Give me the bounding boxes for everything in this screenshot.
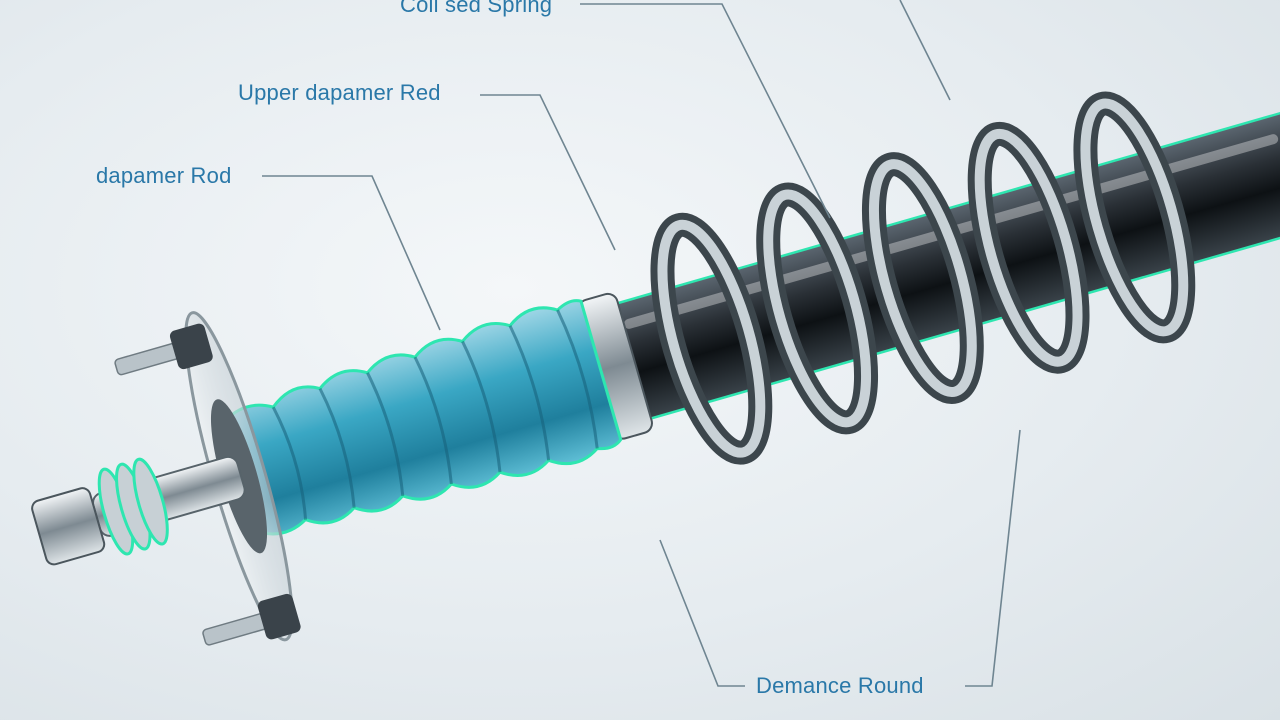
lower-nut [31, 487, 106, 566]
bellows-ribs [271, 309, 599, 520]
leader-demance-round-b [965, 429, 1021, 687]
leader-damper-rod [262, 175, 441, 331]
label-demance-round: Demance Round [756, 673, 924, 698]
leader-top-right [899, 0, 951, 101]
mount-stud-lower [202, 593, 301, 646]
leader-lines [262, 0, 1021, 687]
leader-upper-damper-rod [480, 94, 616, 251]
damper-assembly [31, 91, 1280, 646]
lower-thread [97, 457, 169, 556]
mount-stud-upper [114, 323, 213, 376]
label-damper-rod: dapamer Rod [96, 163, 232, 188]
leader-coil-spring [580, 3, 831, 219]
coil-spring [650, 91, 1196, 465]
bellows-boot [223, 299, 623, 536]
leader-demance-round-a [659, 539, 745, 687]
label-coil-spring: Coil sed Spring [400, 0, 553, 17]
label-upper-damper-rod: Upper dapamer Red [238, 80, 441, 105]
